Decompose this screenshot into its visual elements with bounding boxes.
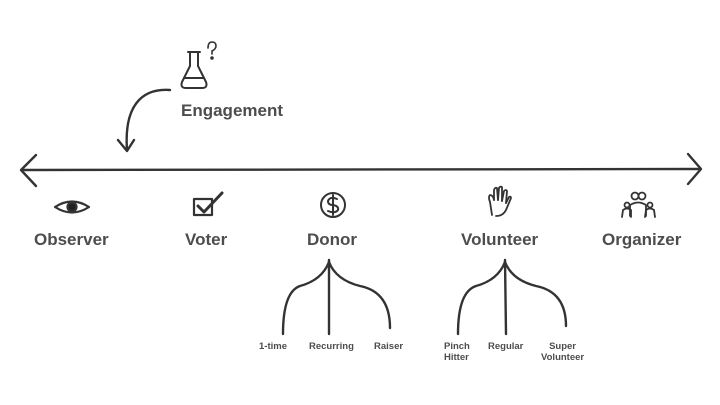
super-line-1: Super (549, 341, 577, 352)
volunteer-type-pinch-hitter: Pinch Hitter (444, 341, 470, 363)
engagement-label: Engagement (181, 101, 284, 120)
volunteer-branches (456, 258, 568, 336)
pinch-line-1: Pinch (444, 341, 470, 352)
volunteer-type-regular: Regular (488, 341, 524, 352)
donor-branches (281, 258, 392, 336)
pinch-line-2: Hitter (444, 352, 469, 363)
stage-voter-label: Voter (185, 230, 228, 249)
stage-donor-label: Donor (307, 230, 358, 249)
super-line-2: Volunteer (541, 352, 585, 363)
eye-icon (53, 200, 91, 214)
dollar-coin-icon (320, 192, 346, 218)
donor-type-one-time: 1-time (259, 341, 287, 352)
right-arrowhead (686, 152, 703, 186)
left-arrowhead (19, 153, 38, 188)
stage-observer-label: Observer (34, 230, 109, 249)
checkbox-icon (192, 191, 224, 217)
people-group-icon (621, 191, 656, 218)
flask-question-icon (180, 41, 217, 89)
donor-type-raiser: Raiser (374, 341, 404, 352)
engagement-arrow (116, 88, 172, 153)
stage-volunteer-label: Volunteer (461, 230, 539, 249)
spectrum-axis (19, 152, 703, 188)
stage-organizer-label: Organizer (602, 230, 682, 249)
donor-type-recurring: Recurring (309, 341, 354, 352)
raised-hand-icon (488, 185, 512, 217)
volunteer-type-super: Super Volunteer (541, 341, 584, 363)
